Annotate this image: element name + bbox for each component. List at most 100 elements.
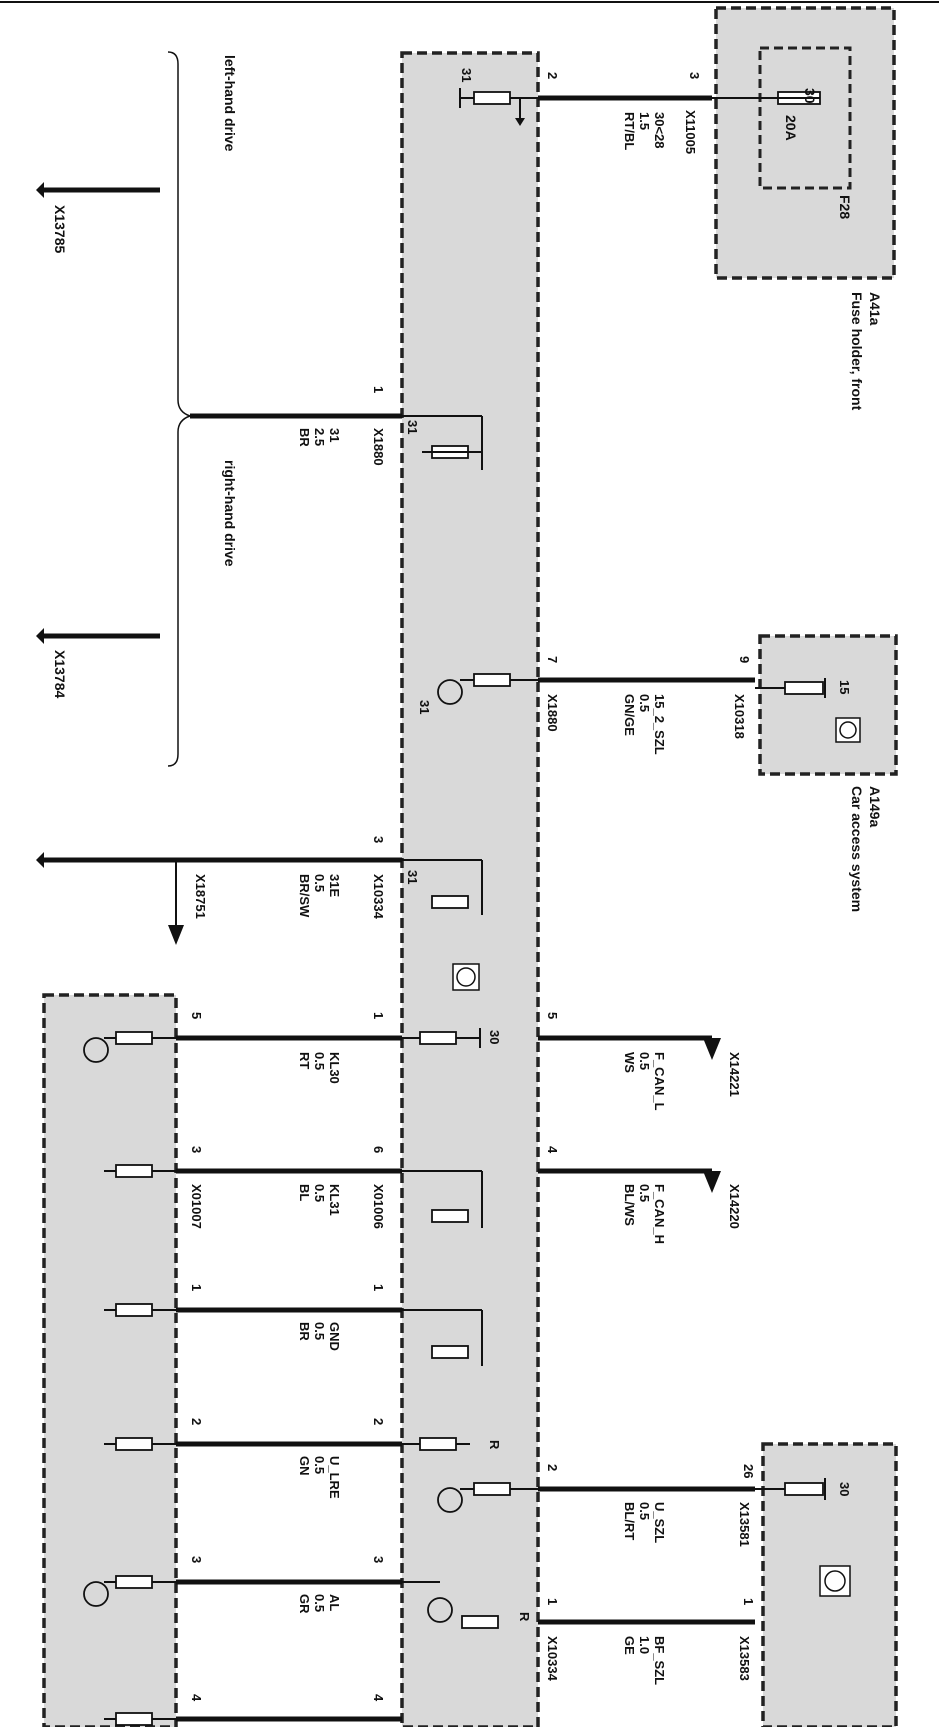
gnd-x13785: X13785 xyxy=(52,205,68,253)
gnd-31-d: 31 xyxy=(405,870,420,884)
svg-text:X01006: X01006 xyxy=(371,1184,386,1229)
svg-text:3: 3 xyxy=(371,836,386,843)
fuse-holder-box xyxy=(714,6,896,280)
car-access-15: 15 xyxy=(837,680,852,694)
svg-text:X1880: X1880 xyxy=(371,428,386,466)
svg-text:X14221: X14221 xyxy=(727,1052,742,1097)
svg-text:5: 5 xyxy=(545,1012,560,1019)
svg-text:2: 2 xyxy=(189,1418,204,1425)
svg-text:0.5: 0.5 xyxy=(312,874,327,892)
svg-text:0.5: 0.5 xyxy=(312,1456,327,1474)
szl-30: 30 xyxy=(837,1482,852,1496)
internal-stubs xyxy=(402,88,538,1629)
svg-text:X11005: X11005 xyxy=(683,110,698,154)
svg-text:1: 1 xyxy=(371,386,386,393)
svg-text:4: 4 xyxy=(371,1694,386,1702)
lower-stubs xyxy=(83,1031,176,1726)
svg-text:F_CAN_L: F_CAN_L xyxy=(652,1052,667,1111)
svg-text:31: 31 xyxy=(327,428,342,442)
svg-text:0.5: 0.5 xyxy=(637,694,652,712)
svg-text:3: 3 xyxy=(371,1556,386,1563)
drive-bracket xyxy=(167,51,193,767)
svg-text:BR/SW: BR/SW xyxy=(297,874,312,918)
svg-text:KL30: KL30 xyxy=(327,1052,342,1084)
fuse-holder-name: Fuse holder, front xyxy=(849,292,865,411)
svg-text:5: 5 xyxy=(189,1012,204,1019)
svg-text:1: 1 xyxy=(189,1284,204,1291)
svg-text:GE: GE xyxy=(622,1636,637,1655)
svg-text:0.5: 0.5 xyxy=(637,1502,652,1520)
gnd-31-c: 31 xyxy=(417,700,432,714)
svg-text:F_CAN_H: F_CAN_H xyxy=(652,1184,667,1244)
r-label-a: R xyxy=(487,1440,502,1450)
svg-text:AL: AL xyxy=(327,1594,342,1611)
lhd-label: left-hand drive xyxy=(222,55,238,152)
svg-text:0.5: 0.5 xyxy=(312,1184,327,1202)
svg-text:GN: GN xyxy=(297,1456,312,1476)
svg-text:1.5: 1.5 xyxy=(637,112,652,130)
svg-text:X13581: X13581 xyxy=(737,1502,752,1547)
gnd-x13784: X13784 xyxy=(52,650,68,698)
wire-labels: 2 3 X11005 30<28 1.5 RT/BL 1 X1880 31 2.… xyxy=(189,72,756,1702)
svg-text:GN/GE: GN/GE xyxy=(622,694,637,736)
svg-text:BR: BR xyxy=(297,1322,312,1341)
svg-text:X01007: X01007 xyxy=(189,1184,204,1229)
svg-text:BL: BL xyxy=(297,1184,312,1201)
svg-text:BL/WS: BL/WS xyxy=(622,1184,637,1226)
svg-text:1.0: 1.0 xyxy=(637,1636,652,1654)
fuse-id: F28 xyxy=(837,195,853,219)
svg-text:1: 1 xyxy=(371,1284,386,1291)
svg-text:X13583: X13583 xyxy=(737,1636,752,1681)
svg-text:26: 26 xyxy=(741,1464,756,1478)
svg-text:RT/BL: RT/BL xyxy=(622,112,637,150)
gnd-31-b: 31 xyxy=(405,420,420,434)
svg-text:KL31: KL31 xyxy=(327,1184,342,1216)
svg-text:GR: GR xyxy=(297,1594,312,1614)
svg-text:0.5: 0.5 xyxy=(637,1052,652,1070)
svg-text:0.5: 0.5 xyxy=(312,1052,327,1070)
svg-text:X18751: X18751 xyxy=(193,874,208,919)
svg-text:15_2_SZL: 15_2_SZL xyxy=(652,694,667,755)
svg-text:X1880: X1880 xyxy=(545,694,560,732)
svg-text:BL/RT: BL/RT xyxy=(622,1502,637,1540)
svg-text:X10318: X10318 xyxy=(732,694,747,739)
svg-text:GND: GND xyxy=(327,1322,342,1351)
svg-text:BR: BR xyxy=(297,428,312,447)
fuse-holder-id: A41a xyxy=(867,292,883,326)
svg-text:1: 1 xyxy=(545,1598,560,1605)
svg-text:RT: RT xyxy=(297,1052,312,1069)
svg-text:BF_SZL: BF_SZL xyxy=(652,1636,667,1685)
fuse-terminal: 30 xyxy=(802,88,818,104)
lower-module-box xyxy=(42,993,178,1727)
svg-text:3: 3 xyxy=(687,72,702,79)
svg-text:X10334: X10334 xyxy=(371,874,386,920)
svg-text:WS: WS xyxy=(622,1052,637,1073)
svg-text:7: 7 xyxy=(545,656,560,663)
fuse-inner-box xyxy=(758,46,852,190)
svg-text:6: 6 xyxy=(371,1146,386,1153)
svg-text:4: 4 xyxy=(545,1146,560,1154)
svg-text:X10334: X10334 xyxy=(545,1636,560,1682)
car-access-id: A149a xyxy=(867,786,883,827)
v30-main: 30 xyxy=(487,1030,502,1044)
svg-text:1: 1 xyxy=(371,1012,386,1019)
svg-text:0.5: 0.5 xyxy=(312,1594,327,1612)
svg-text:1: 1 xyxy=(741,1598,756,1605)
svg-text:9: 9 xyxy=(737,656,752,663)
main-module-box xyxy=(400,51,540,1727)
svg-text:31E: 31E xyxy=(327,874,342,897)
gnd-31-a: 31 xyxy=(459,68,474,82)
svg-text:2: 2 xyxy=(545,1464,560,1471)
svg-text:3: 3 xyxy=(189,1556,204,1563)
svg-text:X14220: X14220 xyxy=(727,1184,742,1229)
svg-text:U_LRE: U_LRE xyxy=(327,1456,342,1499)
svg-text:2: 2 xyxy=(371,1418,386,1425)
rhd-label: right-hand drive xyxy=(222,460,238,567)
svg-text:2: 2 xyxy=(545,72,560,79)
svg-text:3: 3 xyxy=(189,1146,204,1153)
fuse-rating: 20A xyxy=(783,115,799,141)
svg-text:0.5: 0.5 xyxy=(637,1184,652,1202)
svg-text:0.5: 0.5 xyxy=(312,1322,327,1340)
svg-text:30<28: 30<28 xyxy=(652,112,667,149)
